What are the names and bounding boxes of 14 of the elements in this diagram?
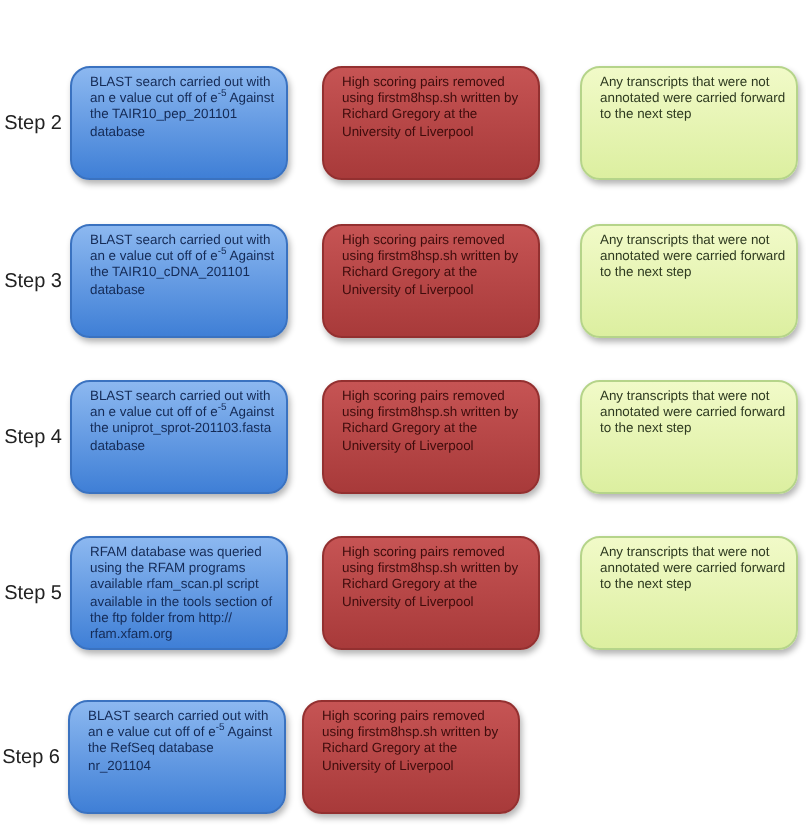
step-label: Step 5 — [4, 582, 62, 604]
step-label: Step 2 — [4, 112, 62, 134]
filter-step-box — [322, 536, 540, 650]
carry-forward-box — [580, 66, 798, 180]
step-label: Step 4 — [4, 426, 62, 448]
filter-step-box — [322, 380, 540, 494]
carry-forward-box — [580, 536, 798, 650]
step-label: Step 3 — [4, 270, 62, 292]
carry-forward-box — [580, 224, 798, 338]
filter-step-box — [302, 700, 520, 814]
carry-forward-box — [580, 380, 798, 494]
filter-step-box — [322, 224, 540, 338]
filter-step-box — [322, 66, 540, 180]
step-label: Step 6 — [2, 746, 60, 768]
